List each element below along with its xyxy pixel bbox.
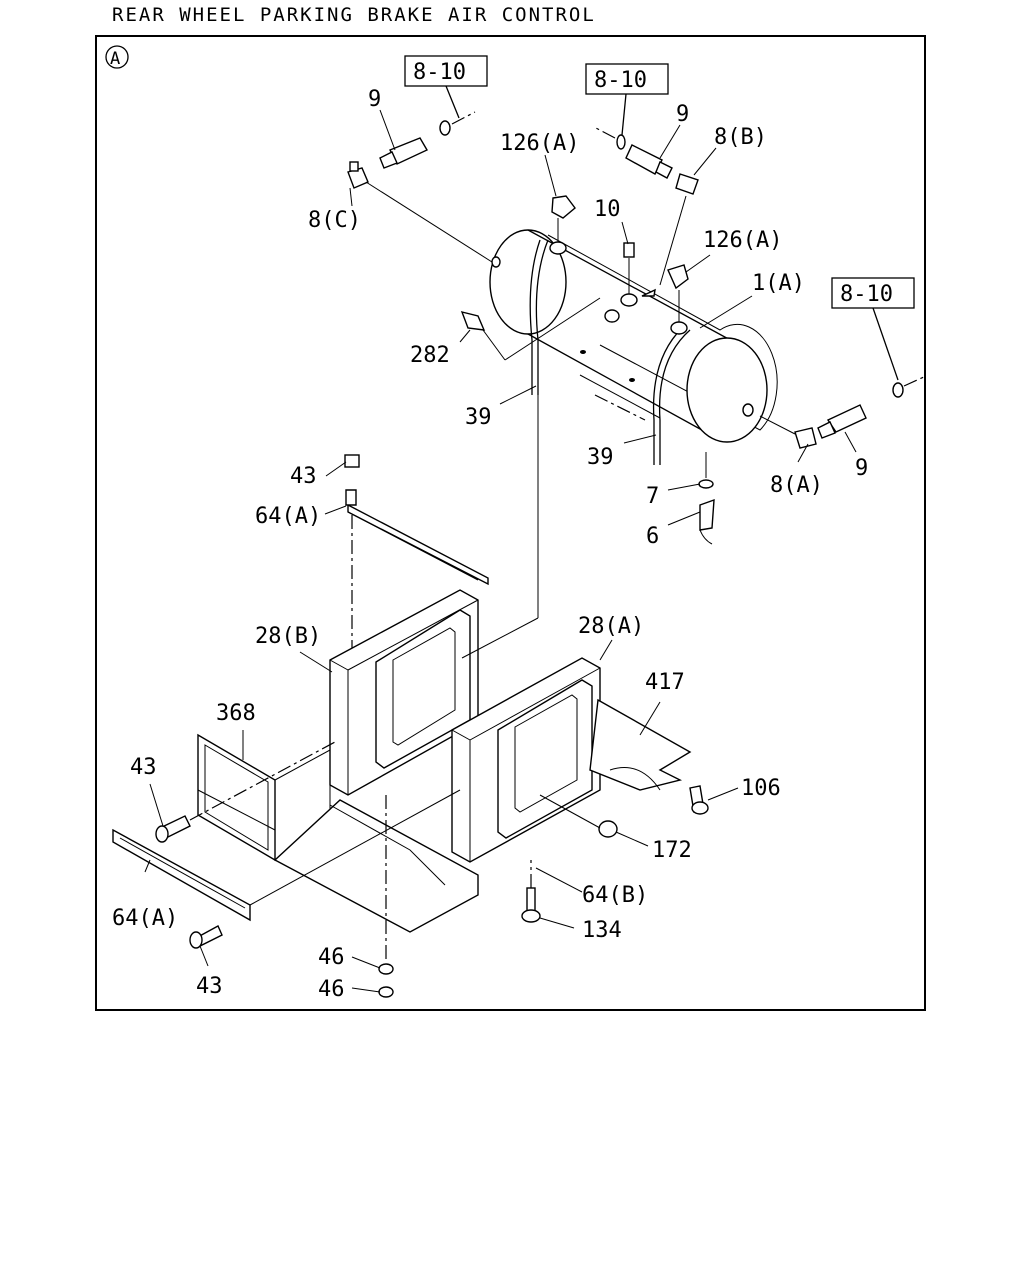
label-28a: 28(A) — [578, 614, 644, 639]
label-126a-right: 126(A) — [703, 228, 782, 253]
label-6: 6 — [646, 524, 659, 549]
strap-64a-upper — [344, 454, 489, 650]
fitting-8b — [659, 173, 699, 286]
fitting-8c — [347, 161, 493, 263]
label-43-bottom: 43 — [196, 974, 223, 999]
plug-10 — [623, 242, 635, 294]
label-9-left: 9 — [368, 87, 381, 112]
svg-text:8-10: 8-10 — [594, 68, 647, 93]
label-134: 134 — [582, 918, 622, 943]
diagram-frame — [95, 35, 926, 1011]
bracket-28a — [451, 657, 601, 863]
fitting-9-left — [379, 111, 476, 169]
svg-text:8-10: 8-10 — [840, 282, 893, 307]
label-64a-lower: 64(A) — [112, 906, 178, 931]
nuts-46 — [378, 795, 394, 998]
strap-64a-lower — [112, 789, 461, 922]
label-126a-left: 126(A) — [500, 131, 579, 156]
label-43-top: 43 — [290, 464, 317, 489]
plate-417 — [589, 698, 692, 791]
label-7: 7 — [646, 484, 659, 509]
label-39-right: 39 — [587, 445, 614, 470]
fitting-9-middle — [593, 126, 673, 179]
fitting-8a — [759, 415, 817, 449]
leader-lines — [144, 109, 857, 993]
svg-text:8-10: 8-10 — [413, 60, 466, 85]
label-39-left: 39 — [465, 405, 492, 430]
callout-box-8-10-right: 8-10 — [831, 277, 915, 381]
label-9-middle: 9 — [676, 102, 689, 127]
label-9-right: 9 — [855, 456, 868, 481]
label-46-lower: 46 — [318, 977, 345, 1002]
air-tank — [489, 229, 778, 465]
bolt-134 — [521, 860, 541, 923]
valve-282 — [460, 297, 601, 361]
label-8c: 8(C) — [308, 208, 361, 233]
elbow-126a-left — [551, 195, 576, 242]
label-64a-upper: 64(A) — [255, 504, 321, 529]
label-43-left: 43 — [130, 755, 157, 780]
label-8b: 8(B) — [714, 125, 767, 150]
nut-172 — [539, 794, 618, 838]
fitting-9-right — [817, 375, 927, 439]
part-labels: 9 8(C) 126(A) 9 8(B) 10 126(A) 1(A) 282 … — [112, 87, 868, 1002]
bolt-106 — [689, 785, 709, 815]
view-marker: A — [105, 45, 129, 69]
washer-7-drain-6 — [698, 452, 715, 545]
label-10: 10 — [594, 197, 621, 222]
label-46-upper: 46 — [318, 945, 345, 970]
callout-box-8-10-left: 8-10 — [404, 55, 488, 119]
label-1a: 1(A) — [752, 271, 805, 296]
view-marker-letter: A — [110, 49, 120, 69]
frame-368 — [197, 733, 479, 933]
label-282: 282 — [410, 343, 450, 368]
bolt-43-bottom — [189, 925, 223, 949]
label-106: 106 — [741, 776, 781, 801]
bolt-43-left — [155, 741, 336, 843]
label-368: 368 — [216, 701, 256, 726]
elbow-126a-right — [641, 264, 689, 322]
label-64b: 64(B) — [582, 883, 648, 908]
label-172: 172 — [652, 838, 692, 863]
label-8a: 8(A) — [770, 473, 823, 498]
label-28b: 28(B) — [255, 624, 321, 649]
label-417: 417 — [645, 670, 685, 695]
page-title: REAR WHEEL PARKING BRAKE AIR CONTROL — [112, 4, 596, 26]
callout-box-8-10-middle: 8-10 — [585, 63, 669, 136]
